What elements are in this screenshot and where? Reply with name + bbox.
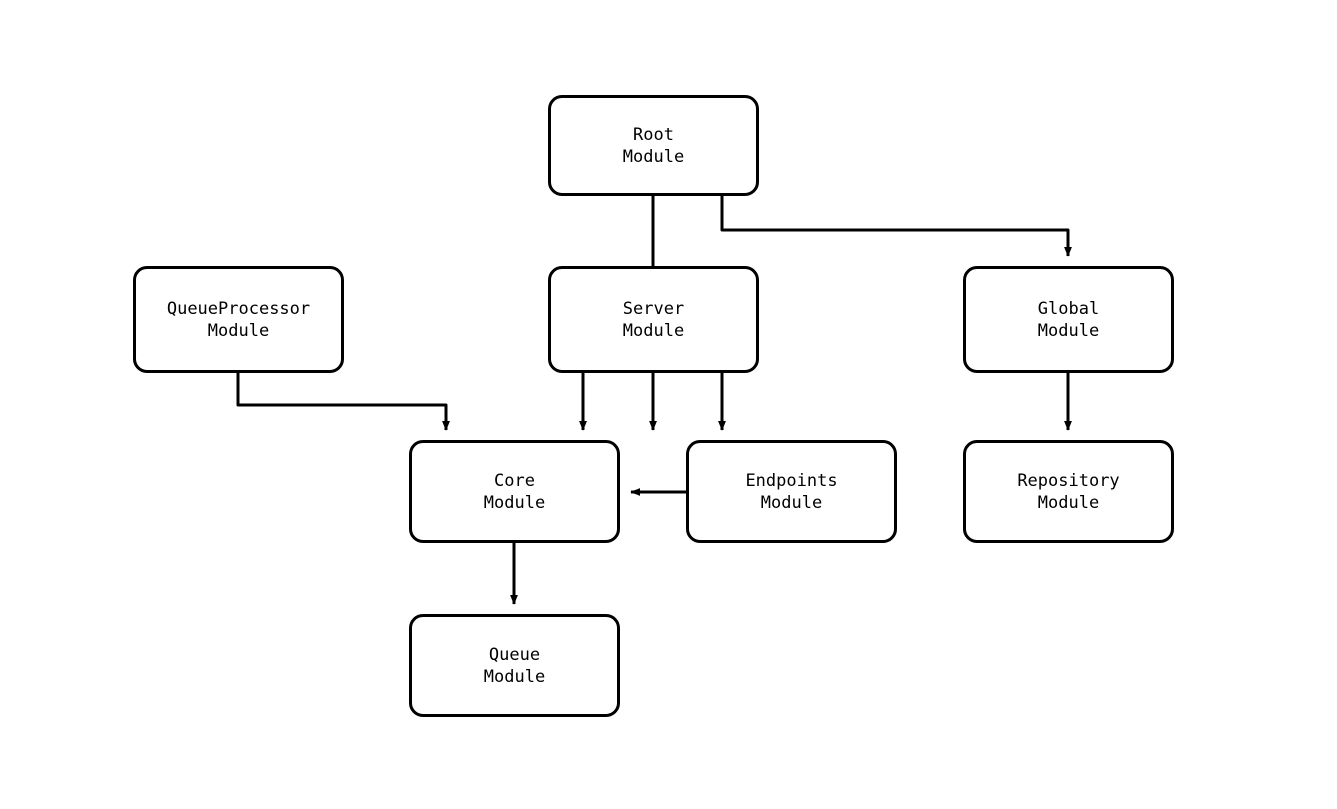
node-queueprocessor-module-label: QueueProcessor Module [166,298,311,341]
node-endpoints-module[interactable]: Endpoints Module [686,440,897,543]
edge-queueprocessor-to-core [236,373,450,431]
node-core-module[interactable]: Core Module [409,440,620,543]
node-root-module[interactable]: Root Module [548,95,759,196]
node-global-module-label: Global Module [1037,298,1100,341]
node-global-module[interactable]: Global Module [963,266,1174,373]
edge-root-to-global [720,196,1072,257]
node-queue-module[interactable]: Queue Module [409,614,620,717]
node-queue-module-label: Queue Module [483,644,546,687]
node-server-module-label: Server Module [622,298,685,341]
node-repository-module[interactable]: Repository Module [963,440,1174,543]
node-queueprocessor-module[interactable]: QueueProcessor Module [133,266,344,373]
node-server-module[interactable]: Server Module [548,266,759,373]
node-endpoints-module-label: Endpoints Module [745,470,838,513]
node-root-module-label: Root Module [622,124,685,167]
node-core-module-label: Core Module [483,470,546,513]
node-repository-module-label: Repository Module [1017,470,1120,513]
